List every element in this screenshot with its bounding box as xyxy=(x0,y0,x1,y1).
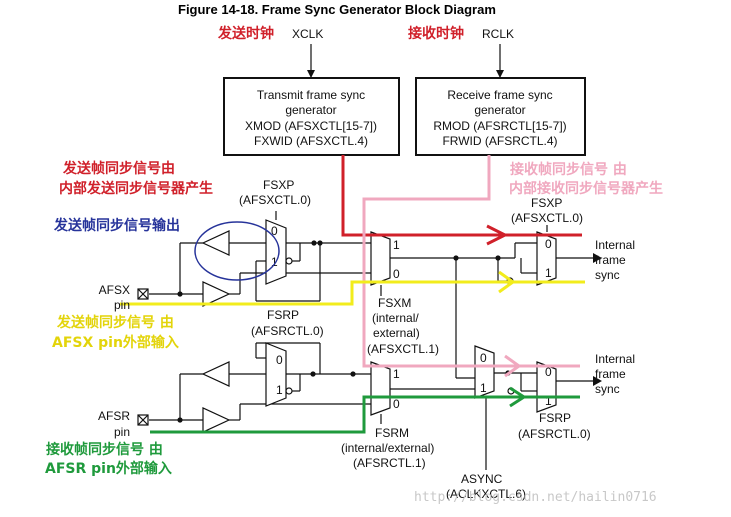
red-annotation-line1: 发送帧同步信号由 xyxy=(62,160,175,177)
fsxp-left-label: FSXP xyxy=(263,178,294,192)
tx-output-arrow xyxy=(593,253,602,263)
red-annotation-line2: 内部发送同步信号器产生 xyxy=(59,180,213,197)
fsrp-right-mux: 0 1 xyxy=(507,361,557,413)
xclk-label: XCLK xyxy=(292,27,323,41)
afsr-label: AFSR xyxy=(98,409,130,423)
fsrp-mid-label: FSRP xyxy=(267,308,299,322)
mux-input-0: 0 xyxy=(545,365,552,379)
async-mux: 0 1 xyxy=(474,345,495,399)
tx-input-buffer-triangle xyxy=(202,281,231,307)
fsrm-line1: (internal/external) xyxy=(341,441,434,455)
rclk-cn-label: 接收时钟 xyxy=(408,25,464,42)
red-path-internal-tx xyxy=(341,155,582,246)
blue-annotation: 发送帧同步信号输出 xyxy=(53,217,180,234)
mux-input-1: 1 xyxy=(480,381,487,395)
blue-highlight-ellipse xyxy=(194,221,280,281)
afsxctl0-right-label: (AFSXCTL.0) xyxy=(511,211,583,225)
fsxp-right-mux: 0 1 xyxy=(506,231,557,286)
yellow-annotation-line2: AFSX pin外部输入 xyxy=(52,334,179,351)
async-label: ASYNC xyxy=(461,472,503,486)
rx-output-arrow xyxy=(593,376,602,386)
rx-input-buffer-triangle xyxy=(202,407,231,433)
internal-frame-sync-1-line3: sync xyxy=(595,268,620,282)
afsr-pin-label: pin xyxy=(114,425,130,439)
watermark-text: http://blog.csdn.net/hailin0716 xyxy=(414,490,657,505)
fsxm-label: FSXM xyxy=(378,296,411,310)
fsrm-line2: (AFSRCTL.1) xyxy=(353,456,426,470)
mux-input-1: 1 xyxy=(545,394,552,408)
mux-input-0: 0 xyxy=(545,237,552,251)
receive-frame-sync-generator: Receive frame sync generator RMOD (AFSRC… xyxy=(415,77,586,156)
internal-frame-sync-2-line2: frame xyxy=(595,367,626,381)
tx-gen-line1: Transmit frame sync xyxy=(257,88,365,102)
internal-frame-sync-1-line1: Internal xyxy=(595,238,635,252)
mux-input-1: 1 xyxy=(276,383,283,397)
fsxm-mux: 1 0 xyxy=(370,231,400,286)
internal-frame-sync-2-line1: Internal xyxy=(595,352,635,366)
fsrp-left-mux: 0 1 xyxy=(265,342,293,407)
yellow-path-afsx-input xyxy=(120,270,585,306)
fsxm-line1: (internal/ xyxy=(372,311,419,325)
pink-annotation-line2: 内部接收同步信号器产生 xyxy=(509,180,663,197)
rx-output-buffer-triangle xyxy=(201,361,230,387)
yellow-annotation-line1: 发送帧同步信号 由 xyxy=(56,314,174,331)
mux-input-0: 0 xyxy=(393,267,400,281)
async-reg-label: (ACLKXCTL.6) xyxy=(446,487,526,501)
mux-input-1: 1 xyxy=(393,238,400,252)
transmit-frame-sync-generator: Transmit frame sync generator XMOD (AFSX… xyxy=(223,77,400,156)
mux-input-1: 1 xyxy=(271,255,278,269)
mux-input-1: 1 xyxy=(393,367,400,381)
internal-frame-sync-1-line2: frame xyxy=(595,253,626,267)
pink-path-internal-rx xyxy=(362,155,580,378)
rx-gen-line2: generator xyxy=(474,103,525,117)
tx-output-buffer-triangle xyxy=(201,230,230,256)
fsxm-line3: (AFSXCTL.1) xyxy=(367,342,439,356)
fsxp-right-label: FSXP xyxy=(531,196,562,210)
rclk-label: RCLK xyxy=(482,27,514,41)
green-annotation-line1: 接收帧同步信号 由 xyxy=(46,441,163,458)
afsx-label: AFSX xyxy=(99,283,130,297)
fsrp-right-label: FSRP xyxy=(539,411,571,425)
fsrm-label: FSRM xyxy=(375,426,409,440)
green-path-afsr-input xyxy=(150,386,580,434)
fsxm-line2: external) xyxy=(373,326,420,340)
afsrctl0-right-label: (AFSRCTL.0) xyxy=(518,427,591,441)
mux-input-0: 0 xyxy=(271,224,278,238)
rx-gen-line4: FRWID (AFSRCTL.4) xyxy=(442,134,557,148)
circuit-wiring xyxy=(149,211,597,470)
afsx-pin-label: pin xyxy=(114,298,130,312)
mux-input-0: 0 xyxy=(276,353,283,367)
figure-title: Figure 14-18. Frame Sync Generator Block… xyxy=(178,2,496,17)
green-annotation-line2: AFSR pin外部输入 xyxy=(45,460,172,477)
afsrctl0-mid-label: (AFSRCTL.0) xyxy=(251,324,324,338)
pink-annotation-line1: 接收帧同步信号 由 xyxy=(510,161,627,178)
rx-gen-line1: Receive frame sync xyxy=(447,88,552,102)
afsr-pin-square xyxy=(137,414,149,426)
tx-gen-line2: generator xyxy=(285,103,336,117)
mux-input-1: 1 xyxy=(545,266,552,280)
tx-gen-line3: XMOD (AFSXCTL[15-7]) xyxy=(245,119,377,133)
mux-input-0: 0 xyxy=(393,397,400,411)
rx-gen-line3: RMOD (AFSRCTL[15-7]) xyxy=(433,119,566,133)
afsxctl0-left-label: (AFSXCTL.0) xyxy=(239,193,311,207)
afsx-pin-square xyxy=(137,288,149,300)
internal-frame-sync-2-line3: sync xyxy=(595,382,620,396)
xclk-cn-label: 发送时钟 xyxy=(217,25,274,42)
mux-input-0: 0 xyxy=(480,351,487,365)
tx-gen-line4: FXWID (AFSXCTL.4) xyxy=(254,134,368,148)
